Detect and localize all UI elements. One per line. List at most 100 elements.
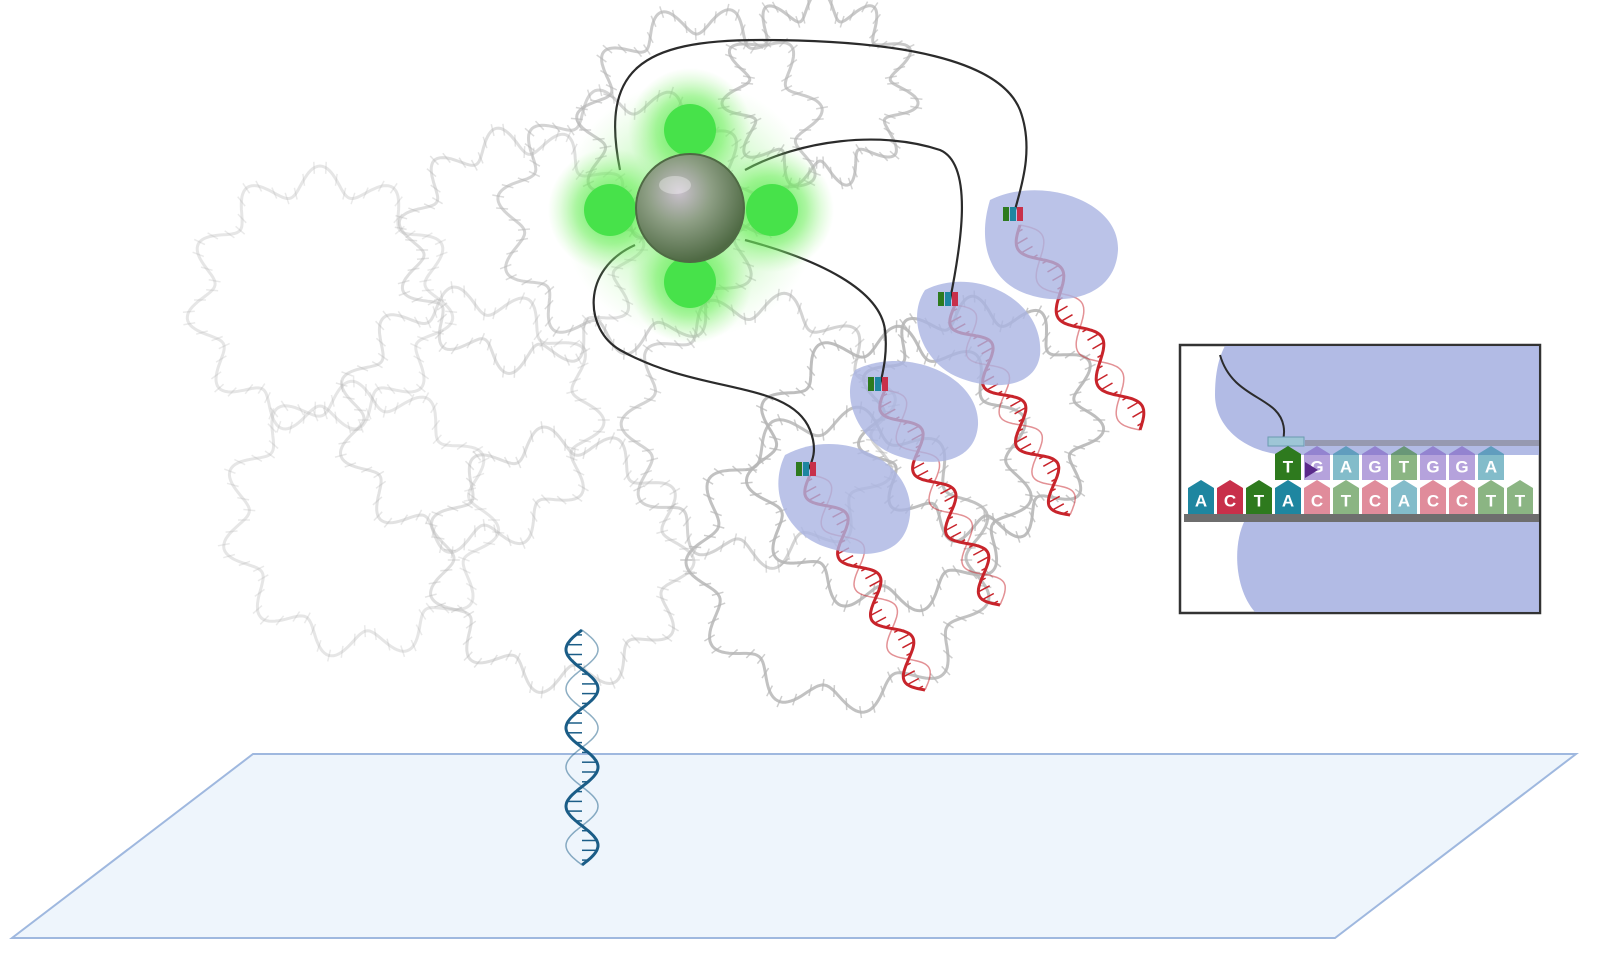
red-strand-rung <box>982 592 995 601</box>
base-pair-tick <box>1030 496 1039 508</box>
base-pair-tick <box>515 456 522 469</box>
base-pair-tick <box>1079 409 1092 412</box>
base-pair-tick <box>1042 345 1052 355</box>
base-pair-tick <box>684 572 697 575</box>
base-pair-tick <box>807 0 810 11</box>
base-pair-tick <box>642 44 651 56</box>
base-pair-tick <box>217 542 230 547</box>
base-pair-tick <box>829 166 833 179</box>
base-pair-tick <box>812 556 822 567</box>
base-pair-tick <box>182 310 195 314</box>
red-strand-rung <box>1018 418 1024 422</box>
base-pair-tick <box>264 391 271 404</box>
base-pair-tick <box>237 213 247 224</box>
base-pair-tick <box>200 266 213 272</box>
base-pair-tick <box>340 380 344 393</box>
base-pair-tick <box>415 383 426 393</box>
red-strand-rung <box>944 494 957 502</box>
base-pair-tick <box>600 69 612 78</box>
base-pair-tick <box>556 495 567 505</box>
base-pair-tick <box>608 313 619 323</box>
red-strand-rung <box>1038 455 1045 460</box>
base-pair-tick <box>531 341 535 354</box>
active-site-markers <box>796 207 1023 476</box>
base-pair-tick <box>492 194 505 198</box>
base-pair-tick <box>375 480 387 489</box>
base-pair-tick <box>352 375 355 388</box>
base-pair-tick <box>553 678 556 691</box>
base-pair-tick <box>821 678 825 691</box>
base-pair-tick <box>642 344 653 353</box>
base-pair-tick <box>629 405 642 410</box>
base-pair-tick <box>214 383 225 393</box>
base-letter: A <box>1195 491 1207 510</box>
base-pair-tick <box>868 29 879 39</box>
base-pair-tick <box>661 633 673 643</box>
red-strand-rung <box>940 486 953 495</box>
base-letter: A <box>1398 491 1410 510</box>
base-pair-tick <box>356 365 369 372</box>
base-tile: A <box>1391 480 1417 514</box>
base-pair-tick <box>811 118 824 121</box>
base-pair-tick <box>211 335 223 342</box>
base-pair-tick <box>776 695 783 708</box>
base-pair-tick <box>252 605 263 615</box>
base-pair-tick <box>808 684 813 697</box>
base-pair-tick <box>1002 523 1008 536</box>
base-pair-tick <box>1036 490 1045 502</box>
base-pair-tick <box>974 518 977 532</box>
base-pair-tick <box>403 387 413 397</box>
base-pair-tick <box>347 421 352 434</box>
red-strand-rung <box>872 601 879 605</box>
base-pair-tick <box>521 666 527 678</box>
base-pair-tick <box>353 633 356 646</box>
base-pair-tick <box>704 634 716 642</box>
base-pair-tick <box>843 600 849 613</box>
base-tile: T <box>1333 480 1359 514</box>
base-pair-tick <box>795 15 801 28</box>
base-pair-tick <box>259 615 270 625</box>
base-pair-tick <box>440 440 451 450</box>
base-pair-tick <box>243 508 256 512</box>
base-pair-tick <box>338 440 351 445</box>
base-pair-tick <box>785 9 792 22</box>
base-pair-tick <box>519 537 526 549</box>
base-pair-tick <box>577 362 589 369</box>
base-pair-tick <box>940 632 951 641</box>
quantum-dot <box>548 68 834 344</box>
fluorophore <box>664 104 716 156</box>
base-pair-tick <box>802 318 809 330</box>
red-strand-rung <box>1127 401 1140 410</box>
base-pair-tick <box>1074 488 1086 497</box>
base-pair-tick <box>334 173 338 186</box>
base-pair-tick <box>456 604 467 614</box>
base-pair-tick <box>280 400 289 412</box>
base-pair-tick <box>875 450 888 454</box>
base-pair-tick <box>372 496 383 506</box>
base-pair-tick <box>622 454 631 466</box>
base-pair-tick <box>858 593 863 606</box>
base-pair-tick <box>450 606 463 614</box>
base-shape <box>1420 446 1446 480</box>
base-pair-tick <box>851 166 858 178</box>
base-pair-tick <box>658 517 671 524</box>
base-pair-tick <box>465 582 477 591</box>
base-pair-tick <box>758 437 767 448</box>
base-pair-tick <box>431 511 444 517</box>
base-pair-tick <box>575 106 588 111</box>
base-pair-tick <box>506 250 519 255</box>
base-shape <box>1362 446 1388 480</box>
tether-line <box>614 38 1028 211</box>
base-pair-tick <box>622 347 626 360</box>
base-pair-tick <box>579 347 591 356</box>
base-pair-tick <box>419 279 432 283</box>
base-pair-tick <box>1025 493 1038 498</box>
base-pair-tick <box>254 588 265 598</box>
base-pair-tick <box>536 279 548 288</box>
base-shape <box>1275 446 1301 480</box>
base-pair-tick <box>440 568 453 572</box>
base-pair-tick <box>323 401 326 414</box>
base-letter: G <box>1426 457 1439 476</box>
base-pair-tick <box>713 602 726 609</box>
fluorophore <box>664 256 716 308</box>
